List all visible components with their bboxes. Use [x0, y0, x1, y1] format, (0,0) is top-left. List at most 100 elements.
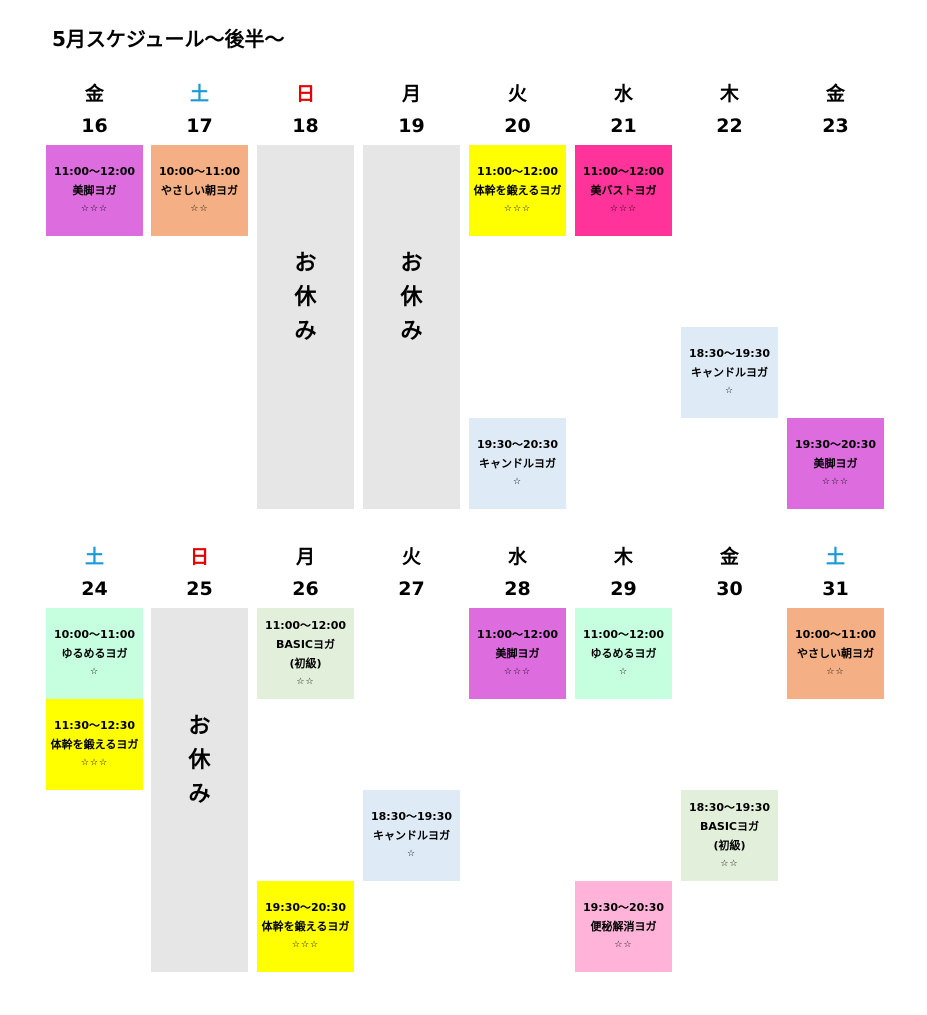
day-of-week: 木: [613, 546, 633, 568]
event-time: 10:00～11:00: [53, 628, 136, 641]
star-rating-icon: ☆☆: [614, 940, 633, 950]
event-level: (初級): [289, 656, 322, 670]
star-rating-icon: ☆☆☆: [503, 667, 532, 677]
star-rating-icon: ☆: [406, 849, 417, 859]
star-rating-icon: ☆: [618, 667, 629, 677]
event-name: 体幹を鍛えるヨガ: [261, 920, 350, 933]
day-of-week: 日: [189, 546, 209, 568]
event-time: 19:30～20:30: [476, 438, 559, 451]
day-date: 18: [292, 115, 319, 137]
star-rating-icon: ☆☆: [190, 204, 209, 214]
day-of-week: 金: [719, 546, 739, 568]
event-name: キャンドルヨガ: [691, 366, 768, 379]
day-of-week: 金: [825, 83, 845, 105]
day-header: 日 18: [257, 82, 354, 138]
event-name: 美バストヨガ: [590, 184, 657, 197]
day-of-week: 土: [825, 546, 845, 568]
event-name: 便秘解消ヨガ: [590, 920, 657, 933]
day-of-week: 月: [295, 546, 315, 568]
event-time: 19:30～20:30: [794, 438, 877, 451]
closed-label-char: 休: [188, 748, 211, 773]
class-event[interactable]: 19:30～20:30 便秘解消ヨガ ☆☆: [575, 881, 672, 972]
day-of-week: 水: [613, 83, 633, 105]
day-date: 27: [398, 578, 425, 600]
star-rating-icon: ☆: [89, 667, 100, 677]
day-header: 土 24: [46, 545, 143, 601]
day-date: 26: [292, 578, 319, 600]
event-name: 体幹を鍛えるヨガ: [473, 184, 562, 197]
closed-label-char: み: [188, 782, 211, 807]
day-of-week: 月: [401, 83, 421, 105]
day-header: 土 31: [787, 545, 884, 601]
day-date: 25: [186, 578, 213, 600]
day-date: 16: [81, 115, 108, 137]
closed-label-char: お: [294, 251, 317, 276]
event-name: やさしい朝ヨガ: [797, 647, 874, 660]
closed-label-char: み: [400, 319, 423, 344]
day-header: 土 17: [151, 82, 248, 138]
event-time: 10:00～11:00: [794, 628, 877, 641]
event-time: 11:00～12:00: [582, 165, 665, 178]
star-rating-icon: ☆: [724, 386, 735, 396]
closed-label-char: 休: [400, 285, 423, 310]
day-date: 22: [716, 115, 743, 137]
event-name: BASICヨガ: [276, 637, 335, 651]
day-header: 火 20: [469, 82, 566, 138]
day-of-week: 火: [401, 546, 421, 568]
page-title: 5月スケジュール～後半～: [52, 27, 285, 51]
day-header: 日 25: [151, 545, 248, 601]
event-name: 美脚ヨガ: [72, 184, 117, 197]
event-name: ゆるめるヨガ: [590, 647, 657, 660]
closed-label-char: 休: [294, 285, 317, 310]
event-name: BASICヨガ: [700, 819, 759, 833]
day-date: 17: [186, 115, 213, 137]
star-rating-icon: ☆☆☆: [821, 477, 850, 487]
day-of-week: 土: [84, 546, 104, 568]
star-rating-icon: ☆☆: [720, 858, 739, 869]
star-rating-icon: ☆☆☆: [80, 758, 109, 768]
star-rating-icon: ☆: [512, 477, 523, 487]
class-event[interactable]: 11:00～12:00 美バストヨガ ☆☆☆: [575, 145, 672, 236]
day-date: 28: [504, 578, 531, 600]
day-of-week: 水: [507, 546, 527, 568]
day-header: 火 27: [363, 545, 460, 601]
day-date: 24: [81, 578, 108, 600]
day-of-week: 日: [295, 83, 315, 105]
closed-day-block: お休み: [363, 145, 460, 509]
day-of-week: 火: [507, 83, 527, 105]
class-event[interactable]: 19:30～20:30 キャンドルヨガ ☆: [469, 418, 566, 509]
event-time: 19:30～20:30: [582, 901, 665, 914]
day-date: 19: [398, 115, 425, 137]
star-rating-icon: ☆☆☆: [609, 204, 638, 214]
day-header: 月 19: [363, 82, 460, 138]
event-name: キャンドルヨガ: [479, 457, 556, 470]
day-of-week: 土: [189, 83, 209, 105]
event-time: 18:30～19:30: [688, 800, 771, 814]
event-time: 11:00～12:00: [476, 165, 559, 178]
day-date: 31: [822, 578, 849, 600]
event-time: 11:00～12:00: [53, 165, 136, 178]
event-name: 体幹を鍛えるヨガ: [50, 738, 139, 751]
event-name: やさしい朝ヨガ: [161, 184, 238, 197]
day-date: 20: [504, 115, 531, 137]
